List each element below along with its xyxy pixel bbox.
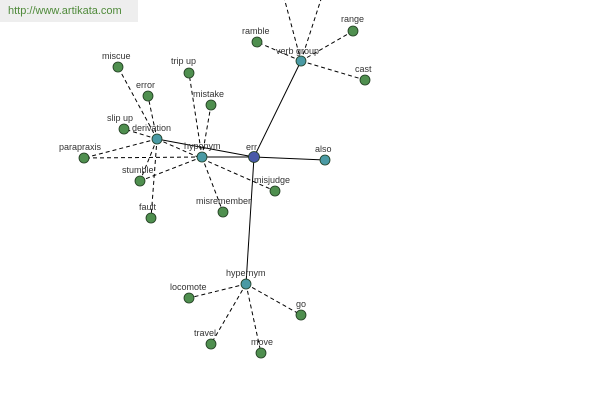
- node-hypernym-dot[interactable]: [240, 278, 252, 290]
- node-cast-label: cast: [355, 64, 372, 74]
- edge-hyponym-to-parapraxis: [83, 156, 203, 159]
- node-travel[interactable]: travel: [194, 328, 217, 350]
- edge-derivation-to-slip-up: [123, 128, 158, 140]
- node-error[interactable]: error: [136, 80, 155, 102]
- node-derivation-label: derivation: [132, 123, 171, 133]
- node-hypernym-label: hypernym: [226, 268, 266, 278]
- node-miscue[interactable]: miscue: [102, 51, 131, 73]
- node-error-label: error: [136, 80, 155, 90]
- node-err[interactable]: err: [246, 142, 260, 163]
- node-also-label: also: [315, 144, 332, 154]
- node-misremember-dot[interactable]: [217, 206, 229, 218]
- node-travel-dot[interactable]: [205, 338, 217, 350]
- edge-hypernym-to-locomote: [188, 283, 247, 299]
- node-verb-group[interactable]: verb group: [276, 46, 319, 67]
- node-verb-group-dot[interactable]: [295, 55, 307, 67]
- node-hypernym[interactable]: hypernym: [226, 268, 266, 290]
- node-err-dot[interactable]: [248, 151, 260, 163]
- edge-verb-group-to-range: [300, 30, 354, 62]
- node-stumble[interactable]: stumble: [122, 165, 154, 187]
- edge-verb-group-to-offscreen-a: [284, 0, 302, 62]
- node-go-label: go: [296, 299, 306, 309]
- node-verb-group-label: verb group: [276, 46, 319, 56]
- node-move-dot[interactable]: [255, 347, 267, 359]
- node-range-label: range: [341, 14, 364, 24]
- node-stumble-label: stumble: [122, 165, 154, 175]
- node-parapraxis[interactable]: parapraxis: [59, 142, 102, 164]
- node-travel-label: travel: [194, 328, 216, 338]
- edge-hypernym-to-travel: [210, 283, 247, 345]
- node-move-label: move: [251, 337, 273, 347]
- node-derivation-dot[interactable]: [151, 133, 163, 145]
- node-cast-dot[interactable]: [359, 74, 371, 86]
- node-misremember[interactable]: misremember: [196, 196, 251, 218]
- node-fault-dot[interactable]: [145, 212, 157, 224]
- node-parapraxis-dot[interactable]: [78, 152, 90, 164]
- node-locomote-dot[interactable]: [183, 292, 195, 304]
- edge-err-to-verb-group: [253, 60, 302, 158]
- node-ramble-label: ramble: [242, 26, 270, 36]
- edge-verb-group-to-ramble: [256, 41, 302, 62]
- node-also[interactable]: also: [315, 144, 332, 166]
- node-mistake[interactable]: mistake: [193, 89, 224, 111]
- edge-derivation-to-fault: [150, 138, 158, 219]
- node-misjudge-dot[interactable]: [269, 185, 281, 197]
- node-slip-up-dot[interactable]: [118, 123, 130, 135]
- edge-derivation-to-error: [147, 95, 158, 140]
- edge-hypernym-to-go: [245, 283, 302, 316]
- nodes-layer: err verb group ramble range cast also: [59, 14, 372, 359]
- node-locomote-label: locomote: [170, 282, 207, 292]
- edge-hyponym-to-mistake: [201, 104, 212, 158]
- node-slip-up-label: slip up: [107, 113, 133, 123]
- node-range[interactable]: range: [341, 14, 364, 37]
- node-move[interactable]: move: [251, 337, 273, 359]
- node-misjudge[interactable]: misjudge: [254, 175, 290, 197]
- node-go[interactable]: go: [295, 299, 307, 321]
- node-slip-up[interactable]: slip up: [107, 113, 133, 135]
- node-trip-up[interactable]: trip up: [171, 56, 196, 79]
- edge-derivation-to-misjudge: [156, 138, 276, 192]
- node-fault-label: fault: [139, 202, 157, 212]
- edge-derivation-to-stumble: [139, 138, 158, 182]
- edge-verb-group-to-offscreen-b: [300, 0, 322, 62]
- node-error-dot[interactable]: [142, 90, 154, 102]
- node-also-dot[interactable]: [319, 154, 331, 166]
- node-ramble-dot[interactable]: [251, 36, 263, 48]
- edge-err-to-also: [253, 156, 326, 161]
- node-stumble-dot[interactable]: [134, 175, 146, 187]
- node-cast[interactable]: cast: [355, 64, 372, 86]
- edge-hypernym-to-move: [245, 283, 262, 354]
- node-mistake-dot[interactable]: [205, 99, 217, 111]
- node-trip-up-label: trip up: [171, 56, 196, 66]
- edge-hyponym-to-trip-up: [188, 72, 203, 158]
- node-misjudge-label: misjudge: [254, 175, 290, 185]
- node-go-dot[interactable]: [295, 309, 307, 321]
- node-hyponym-dot[interactable]: [196, 151, 208, 163]
- watermark-url: http://www.artikata.com: [0, 0, 138, 22]
- node-locomote[interactable]: locomote: [170, 282, 207, 304]
- node-hyponym[interactable]: hyponym: [184, 141, 221, 163]
- edge-err-to-derivation: [156, 138, 255, 158]
- node-err-label: err: [246, 142, 257, 152]
- node-ramble[interactable]: ramble: [242, 26, 270, 48]
- node-misremember-label: misremember: [196, 196, 251, 206]
- node-range-dot[interactable]: [347, 25, 359, 37]
- node-mistake-label: mistake: [193, 89, 224, 99]
- edge-err-to-hypernym: [245, 156, 255, 285]
- node-hyponym-label: hyponym: [184, 141, 221, 151]
- node-trip-up-dot[interactable]: [183, 67, 195, 79]
- edge-derivation-to-parapraxis: [83, 138, 158, 159]
- edges-layer: [83, 0, 366, 354]
- node-fault[interactable]: fault: [139, 202, 157, 224]
- edge-hyponym-to-misremember: [201, 156, 224, 213]
- node-miscue-label: miscue: [102, 51, 131, 61]
- node-miscue-dot[interactable]: [112, 61, 124, 73]
- node-parapraxis-label: parapraxis: [59, 142, 102, 152]
- node-derivation[interactable]: derivation: [132, 123, 171, 145]
